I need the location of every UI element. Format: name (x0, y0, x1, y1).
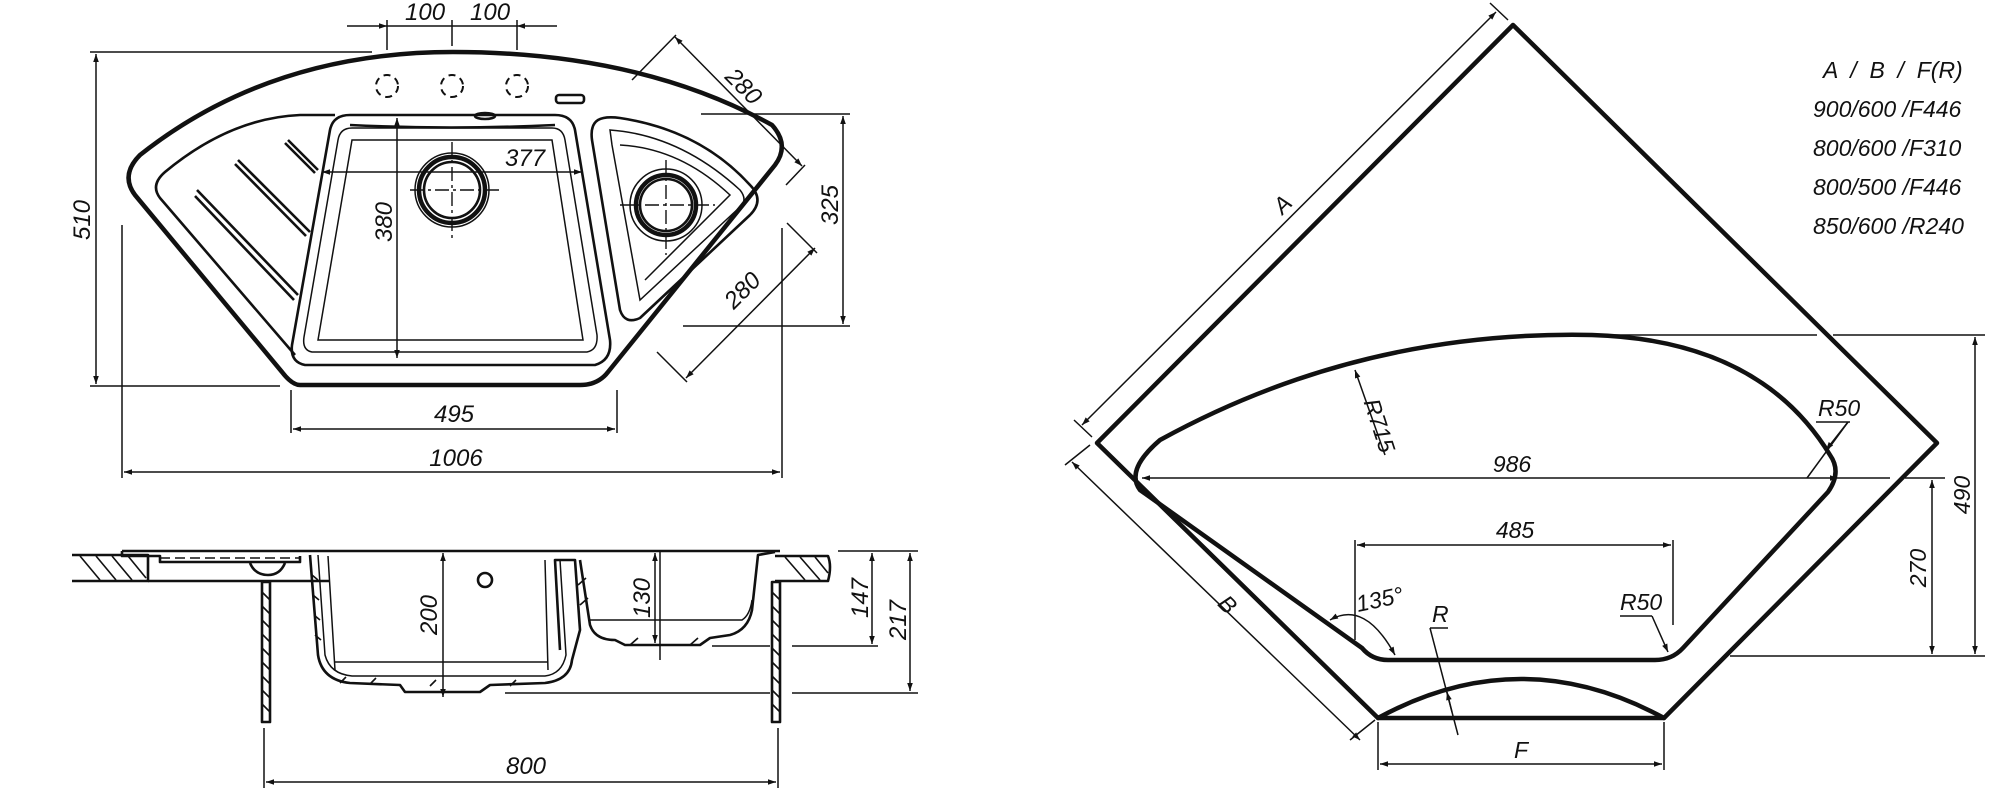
dim-overall-depth: 510 (69, 199, 96, 240)
section-dimensions: 200 130 147 217 800 (263, 550, 918, 788)
size-table-row: 850/600 /R240 (1813, 213, 1964, 239)
size-table-row: 900/600 /F446 (1813, 96, 1962, 122)
tap-holes (375, 74, 586, 105)
dim-small-bowl-depth: 130 (629, 577, 656, 618)
dim-cabinet-width: 800 (506, 753, 547, 780)
drainer-outline (154, 113, 335, 356)
overflow-slot (473, 111, 497, 121)
main-bowl-section (308, 554, 582, 694)
cutout-dimensions: A B F R R715 986 (1064, 2, 1985, 770)
label-angle: 135° (1354, 582, 1406, 617)
dim-front-width: 495 (434, 401, 475, 428)
sink-section-view: 200 130 147 217 800 (72, 549, 918, 788)
dim-main-bowl-width: 377 (505, 145, 547, 172)
dim-depth-217: 217 (885, 598, 912, 641)
small-bowl (590, 116, 759, 322)
overflow-hole (476, 571, 494, 589)
countertop-left (72, 553, 330, 583)
label-bottom-width: 485 (1496, 517, 1535, 543)
front-arc (1375, 676, 1667, 721)
label-radius-r: R (1432, 601, 1449, 627)
dim-tap-spacing-right: 100 (470, 0, 511, 26)
countertop-right (775, 554, 832, 583)
label-corner-radius-bottom: R50 (1620, 589, 1662, 615)
size-table: A / B / F(R) 900/600 /F446 800/600 /F310… (1813, 57, 1964, 239)
small-bowl-section (578, 550, 776, 647)
label-height-490: 490 (1949, 476, 1975, 515)
countertop-cutout-view: A B F R R715 986 (1064, 2, 1985, 770)
label-side-b: B (1213, 590, 1242, 619)
label-arc-radius: R715 (1359, 395, 1401, 456)
drainer-ribs (194, 139, 319, 301)
main-bowl (290, 111, 612, 367)
sink-cutout (1133, 332, 1838, 663)
dim-right-depth: 325 (817, 184, 844, 225)
dim-main-bowl-length: 380 (371, 201, 398, 242)
sink-plan-view: 100 100 510 377 380 280 325 (69, 0, 850, 478)
dim-depth-147: 147 (847, 576, 874, 618)
dim-main-bowl-depth: 200 (416, 594, 443, 636)
size-table-row: 800/600 /F310 (1813, 135, 1962, 161)
cabinet-walls (260, 580, 782, 724)
dim-diagonal-bottom: 280 (718, 267, 767, 316)
label-height-270: 270 (1905, 549, 1931, 589)
label-front-f: F (1514, 737, 1530, 763)
overflow-button (554, 93, 586, 105)
label-cutout-width: 986 (1493, 451, 1532, 477)
plan-dimensions: 100 100 510 377 380 280 325 (69, 0, 850, 478)
label-corner-radius-right: R50 (1818, 395, 1860, 421)
size-table-header: A / B / F(R) (1821, 57, 1963, 83)
size-table-row: 800/500 /F446 (1813, 174, 1962, 200)
dim-tap-spacing-left: 100 (405, 0, 446, 26)
dim-overall-width: 1006 (429, 445, 483, 472)
